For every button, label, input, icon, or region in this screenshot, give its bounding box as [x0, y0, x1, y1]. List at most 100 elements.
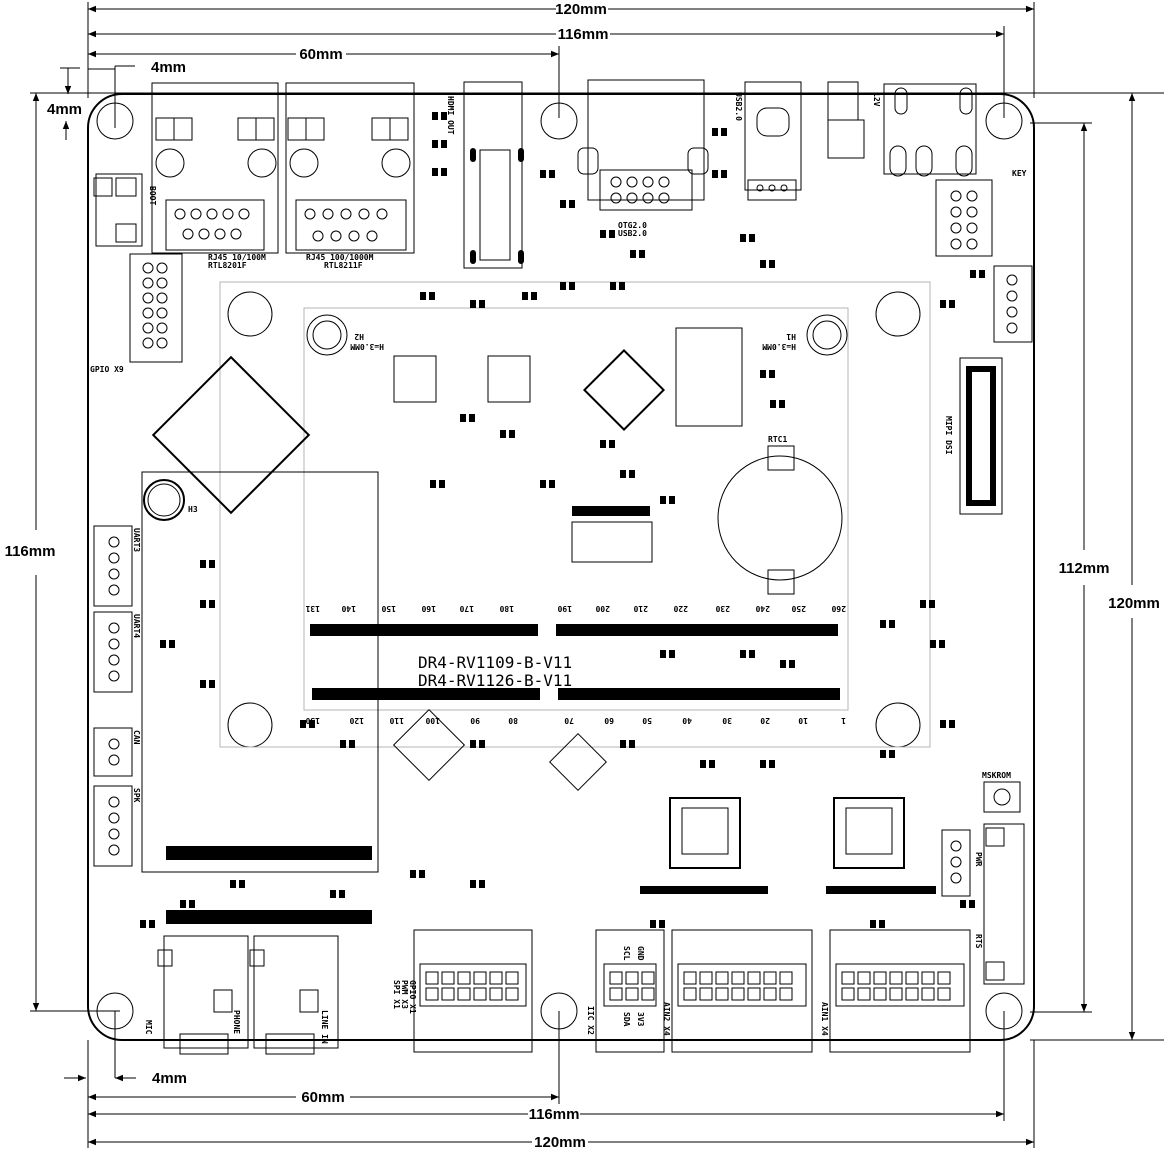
rj45-right: [285, 82, 415, 254]
pwr-label: PWR: [974, 852, 983, 867]
dim-right-overall: 120mm: [1108, 595, 1160, 612]
pin-num: 20: [760, 716, 770, 725]
smd-pad: [569, 200, 575, 208]
dim-top-holes: 116mm: [558, 26, 609, 43]
smd-pad: [740, 234, 746, 242]
rts-button: [983, 823, 1025, 985]
smd-pad: [659, 920, 665, 928]
smd-pad: [610, 282, 616, 290]
h1-size-label: H=3.0MM: [762, 342, 796, 351]
h2-label: H2: [354, 332, 364, 341]
smd-pad: [540, 480, 546, 488]
rj45-right-label: RJ45 100/1000M: [306, 253, 374, 262]
smd-pad: [569, 282, 575, 290]
smd-pad: [469, 414, 475, 422]
smd-pad: [721, 128, 727, 136]
pin-num: 50: [642, 716, 652, 725]
smd-pad: [339, 890, 345, 898]
rj45-left-label: RJ45 10/100M: [208, 253, 266, 262]
dim-left-holes: 116mm: [5, 543, 56, 560]
smd-pad: [200, 680, 206, 688]
smd-pad: [160, 640, 166, 648]
key-label: KEY: [1012, 169, 1027, 178]
smd-pad: [960, 900, 966, 908]
dc12v-label: 12V: [872, 92, 881, 107]
v33-label: 3V3: [636, 1012, 645, 1027]
ain1-label: AIN1 X4: [820, 1002, 829, 1036]
smd-pad: [949, 720, 955, 728]
pin-num: 150: [381, 604, 396, 613]
gpio-x9-header: [129, 253, 183, 363]
smd-pad: [880, 620, 886, 628]
smd-pad: [600, 230, 606, 238]
dim-bottom-holes: 116mm: [529, 1106, 580, 1123]
smd-pad: [660, 650, 666, 658]
smd-pad: [429, 292, 435, 300]
smd-pad: [560, 282, 566, 290]
smd-pad: [500, 430, 506, 438]
spi-x1-label: SPI X1: [392, 980, 401, 1009]
dc-power-jack: [827, 81, 977, 177]
smd-pad: [660, 496, 666, 504]
pin-num: 60: [604, 716, 614, 725]
line-in-label: LINE IN: [320, 1010, 329, 1044]
boot-button: [93, 173, 143, 247]
mskrom-button: [983, 781, 1021, 813]
uart4-label: UART4: [132, 614, 141, 638]
smd-pad: [930, 640, 936, 648]
smd-pad: [340, 740, 346, 748]
dim-top-hole-offset-y: 4mm: [47, 101, 82, 118]
smd-pad: [432, 112, 438, 120]
rts-label: RTS: [974, 934, 983, 949]
smd-pad: [149, 920, 155, 928]
smd-pad: [460, 414, 466, 422]
smd-pad: [700, 760, 706, 768]
pin-num: 1: [841, 716, 846, 725]
board-outline: [87, 93, 1035, 1041]
smd-pad: [880, 750, 886, 758]
pin-num: 30: [722, 716, 732, 725]
smd-pad: [470, 300, 476, 308]
mipi-dsi-connector: [959, 357, 1003, 515]
smd-pad: [669, 496, 675, 504]
smd-pad: [549, 480, 555, 488]
usb20-connector: [744, 81, 802, 201]
smd-pad: [760, 260, 766, 268]
smd-pad: [969, 900, 975, 908]
smd-pad: [140, 920, 146, 928]
smd-pad: [630, 250, 636, 258]
pin-num: 180: [499, 604, 514, 613]
smd-pads: [140, 112, 985, 928]
pin-num: 10: [798, 716, 808, 725]
uart3-label: UART3: [132, 528, 141, 552]
smd-pad: [600, 440, 606, 448]
smd-pad: [209, 600, 215, 608]
smd-pad: [949, 300, 955, 308]
smd-pad: [549, 170, 555, 178]
smd-pad: [721, 170, 727, 178]
dim-right-inner: 112mm: [1059, 560, 1110, 577]
board-model-rv1126: DR4-RV1126-B-V11: [418, 671, 572, 690]
uart3-header: [93, 525, 133, 607]
smd-pad: [441, 140, 447, 148]
connector-numbers-bottom: 130 120 110 100 90 80 70 60 50 40 30 20 …: [305, 716, 846, 725]
hdmi-connector: [463, 81, 524, 269]
smd-pad: [209, 560, 215, 568]
smd-pad: [619, 282, 625, 290]
gpio-x1-header: [413, 929, 533, 1053]
smd-pad: [432, 140, 438, 148]
smd-pad: [770, 400, 776, 408]
smd-pad: [609, 230, 615, 238]
smd-pad: [760, 370, 766, 378]
smd-pad: [522, 292, 528, 300]
board-model-rv1109: DR4-RV1109-B-V11: [418, 653, 572, 672]
board-to-board-connectors: [166, 506, 936, 924]
h3-label: H3: [188, 505, 198, 514]
uart-right-header: [993, 265, 1033, 343]
ain2-header: [671, 929, 813, 1053]
connector-numbers-top: 131 140 150 160 170 180 190 200 210 220 …: [305, 604, 846, 613]
pin-num: 110: [389, 716, 404, 725]
iic-label: IIC X2: [586, 1006, 595, 1035]
dim-bottom-overall: 120mm: [534, 1134, 586, 1151]
